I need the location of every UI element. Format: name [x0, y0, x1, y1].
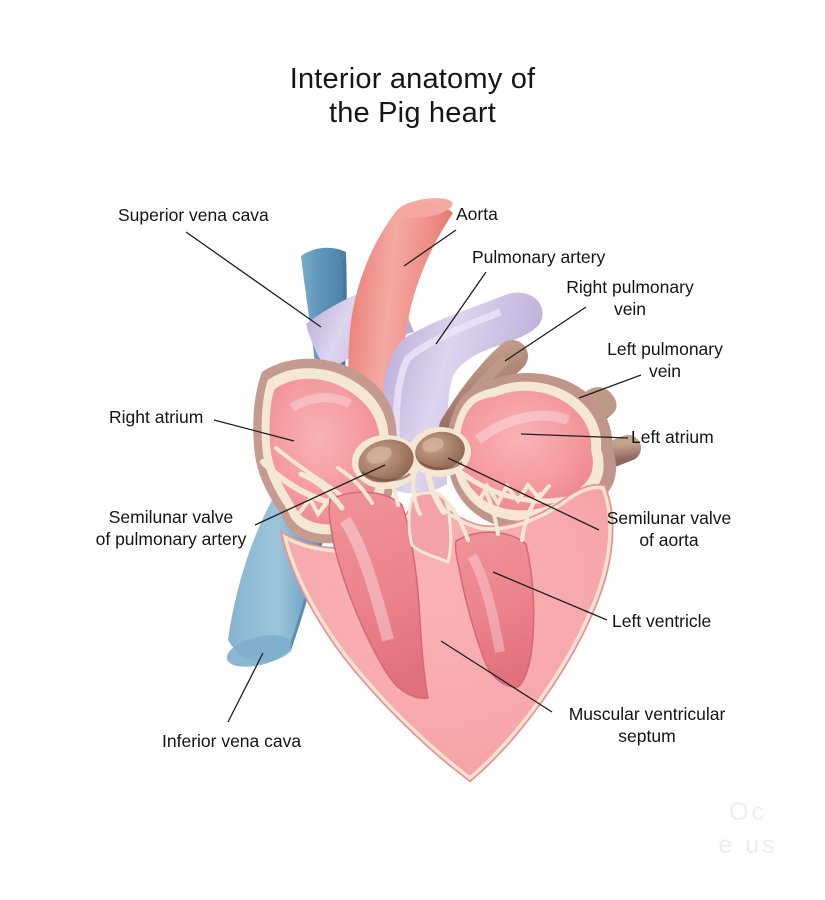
label-pulmonary-artery: Pulmonary artery: [472, 247, 606, 267]
leader-muscular-septum: [440, 640, 553, 713]
leader-inferior-vena-cava: [227, 652, 264, 723]
watermark: Oc e us: [718, 798, 778, 859]
left-ventricle-cavity: [454, 531, 535, 688]
leader-right-atrium: [213, 419, 295, 442]
label-right-atrium: Right atrium: [109, 407, 204, 427]
label-superior-vena-cava: Superior vena cava: [118, 205, 269, 225]
label-left-atrium: Left atrium: [631, 427, 714, 447]
leader-right-pulmonary-vein: [504, 306, 587, 362]
leader-superior-vena-cava: [185, 231, 322, 328]
aorta-opening-cap: [397, 198, 453, 218]
leader-aorta: [403, 229, 457, 267]
left-atrium-group: [446, 373, 617, 531]
pulmonary-artery-highlight: [392, 308, 502, 471]
label-aorta: Aorta: [456, 204, 498, 224]
page-title-line2: the Pig heart: [328, 97, 497, 129]
inferior-vena-cava-end-cap: [226, 635, 292, 667]
leader-pulmonary-artery: [435, 271, 487, 345]
leader-left-atrium: [520, 433, 629, 439]
label-left-ventricle: Left ventricle: [612, 611, 712, 631]
leader-semilunar-valve-aorta: [447, 457, 600, 531]
right-ventricle-cavity: [328, 491, 429, 700]
leader-lines: [185, 229, 642, 723]
leader-left-ventricle: [492, 571, 608, 621]
label-inferior-vena-cava: Inferior vena cava: [162, 731, 302, 751]
ventricles-group: [279, 464, 614, 783]
page-title: Interior anatomy of the Pig heart: [0, 62, 825, 130]
leader-semilunar-valve-pulmonary: [254, 464, 386, 526]
page-title-line1: Interior anatomy of: [289, 63, 536, 95]
valve-region-group: [352, 427, 471, 565]
leader-left-pulmonary-vein: [578, 374, 642, 399]
